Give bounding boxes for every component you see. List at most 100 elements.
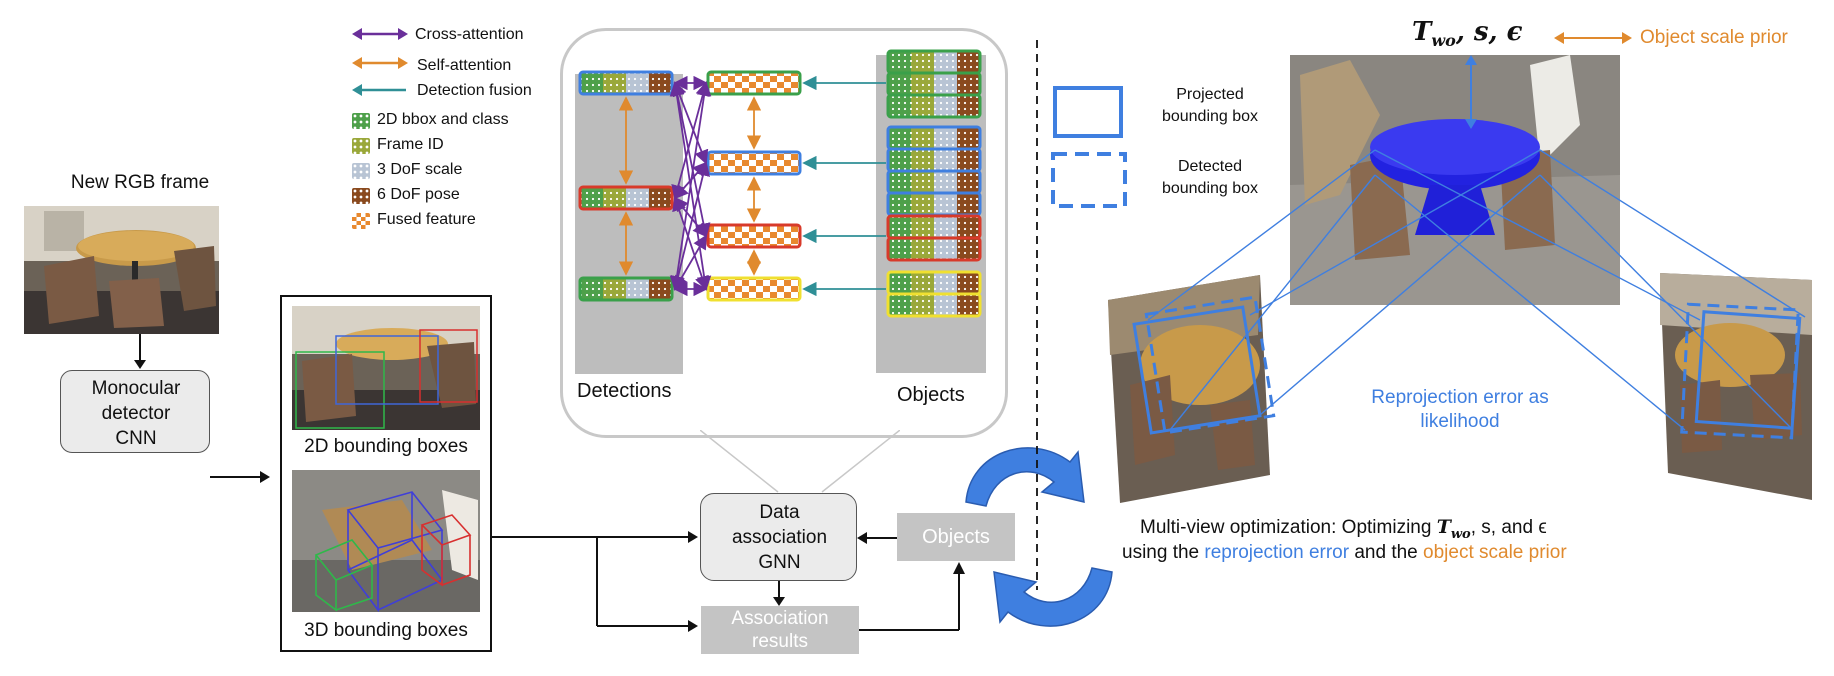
object-1-2-segment-dots — [888, 171, 911, 193]
detector-node: Monocular detector CNN — [60, 370, 210, 453]
optimization-caption-line-2: using the reprojection error and the obj… — [1122, 540, 1567, 566]
object-1-0-segment-dots — [934, 127, 957, 149]
object-3-1-outline — [886, 292, 982, 318]
detected-label-1: Detected — [1177, 158, 1243, 175]
legend-feature-label: Fused feature — [377, 211, 476, 228]
var-rest: , s, ϵ — [1455, 17, 1523, 47]
boxes-panel — [280, 295, 492, 652]
object-0-2-segment-dots — [888, 95, 911, 117]
object-2-1-outline — [886, 236, 982, 262]
detector-label-1: Monocular — [91, 378, 181, 399]
scale-prior-arrow — [1554, 32, 1632, 44]
object-1-1-segment-dots — [957, 149, 980, 171]
detection-0-segment-dots — [580, 72, 603, 94]
projected-box-swatch — [1053, 86, 1123, 138]
objects-node: Objects — [897, 513, 1015, 561]
object-0-1-segment-dots — [888, 73, 911, 95]
object-1-0-segment-dots — [911, 127, 934, 149]
detected-box-label: Detected bounding box — [1140, 156, 1280, 200]
object-3-1-segment-dots — [957, 294, 980, 316]
opt-reprojection: reprojection error — [1204, 542, 1350, 563]
fused-node-0-fill — [708, 72, 800, 94]
arrow-gnn-to-results — [773, 581, 785, 606]
optimization-cycle-icon — [965, 447, 1113, 627]
object-2-1-segment-dots — [888, 238, 911, 260]
detected-box-swatch — [1051, 152, 1127, 208]
panel-to-gnn-connectors — [492, 531, 698, 632]
detections-column-label: Detections — [577, 380, 672, 402]
object-2-1-segment-dots — [934, 238, 957, 260]
object-0-0-segment-dots — [911, 51, 934, 73]
object-2-0-segment-dots — [934, 216, 957, 238]
caption-3d-boxes: 3D bounding boxes — [304, 620, 468, 641]
results-label-1: Association — [731, 608, 829, 629]
detection-2-segment-dots — [626, 278, 649, 300]
opt-scale-prior: object scale prior — [1423, 542, 1567, 563]
scale-prior-label: Object scale prior — [1640, 27, 1788, 48]
detector-label-2: detector — [101, 403, 171, 424]
object-2-0-segment-dots — [911, 216, 934, 238]
zoom-lines — [700, 430, 900, 493]
objects-node-label: Objects — [922, 526, 990, 548]
detection-1-segment-dots — [603, 187, 626, 209]
feature-swatch-icon — [352, 113, 370, 129]
object-0-1-segment-dots — [957, 73, 980, 95]
object-1-1-segment-dots — [934, 149, 957, 171]
reprojection-label-1: Reprojection error as — [1371, 387, 1549, 408]
objects-connectors — [857, 532, 965, 631]
object-1-2-segment-dots — [957, 171, 980, 193]
results-label-2: results — [752, 631, 808, 652]
association-results-node: Association results — [701, 606, 859, 654]
reprojection-label-2: likelihood — [1420, 411, 1500, 432]
object-3-0-segment-dots — [911, 272, 934, 294]
object-1-0-segment-dots — [888, 127, 911, 149]
opt-T: T — [1436, 516, 1451, 538]
var-T: T — [1412, 17, 1432, 47]
object-1-2-segment-dots — [934, 171, 957, 193]
detection-1-segment-dots — [580, 187, 603, 209]
object-3-1-segment-dots — [888, 294, 911, 316]
object-1-3-segment-dots — [888, 193, 911, 215]
fused-node-2-fill — [708, 225, 800, 247]
object-0-0-segment-dots — [888, 51, 911, 73]
fused-node-3-fill — [708, 278, 800, 300]
object-1-1-segment-dots — [911, 149, 934, 171]
legend-self-attention: Self-attention — [417, 57, 512, 74]
optimization-variables: Two, s, ϵ — [1412, 17, 1523, 51]
gnn-label-2: association — [731, 527, 828, 548]
opt-line1-prefix: Multi-view optimization: Optimizing — [1140, 517, 1437, 538]
feature-swatch-icon — [352, 163, 370, 179]
object-1-3-segment-dots — [957, 193, 980, 215]
gnn-label-3: GNN — [758, 552, 801, 573]
rgb-frame-image — [24, 206, 219, 334]
arrow-detector-to-panel — [210, 471, 270, 483]
object-0-0-segment-dots — [957, 51, 980, 73]
arrow-frame-to-detector — [134, 334, 146, 369]
detection-0-segment-dots — [626, 72, 649, 94]
object-3-1-segment-dots — [911, 294, 934, 316]
feature-swatch-icon — [352, 188, 370, 204]
detection-2-segment-dots — [649, 278, 672, 300]
object-2-1-segment-dots — [957, 238, 980, 260]
object-0-1-segment-dots — [911, 73, 934, 95]
object-2-0-segment-dots — [888, 216, 911, 238]
object-0-2-segment-dots — [911, 95, 934, 117]
gnn-label-1: Data — [759, 502, 800, 523]
section-divider — [1036, 40, 1038, 590]
projected-label-2: bounding box — [1161, 108, 1259, 125]
opt-and: and the — [1349, 542, 1424, 563]
object-3-1-segment-dots — [934, 294, 957, 316]
association-graph — [578, 49, 982, 318]
object-2-1-segment-dots — [911, 238, 934, 260]
projected-box-label: Projected bounding box — [1140, 84, 1280, 128]
detection-1-segment-dots — [649, 187, 672, 209]
object-0-2-segment-dots — [934, 95, 957, 117]
legend-feature-label: Frame ID — [377, 136, 444, 153]
detection-1-segment-dots — [626, 187, 649, 209]
projected-label-1: Projected — [1176, 86, 1244, 103]
detection-0-segment-dots — [649, 72, 672, 94]
detection-0-segment-dots — [603, 72, 626, 94]
fused-feature-icon — [352, 213, 370, 229]
